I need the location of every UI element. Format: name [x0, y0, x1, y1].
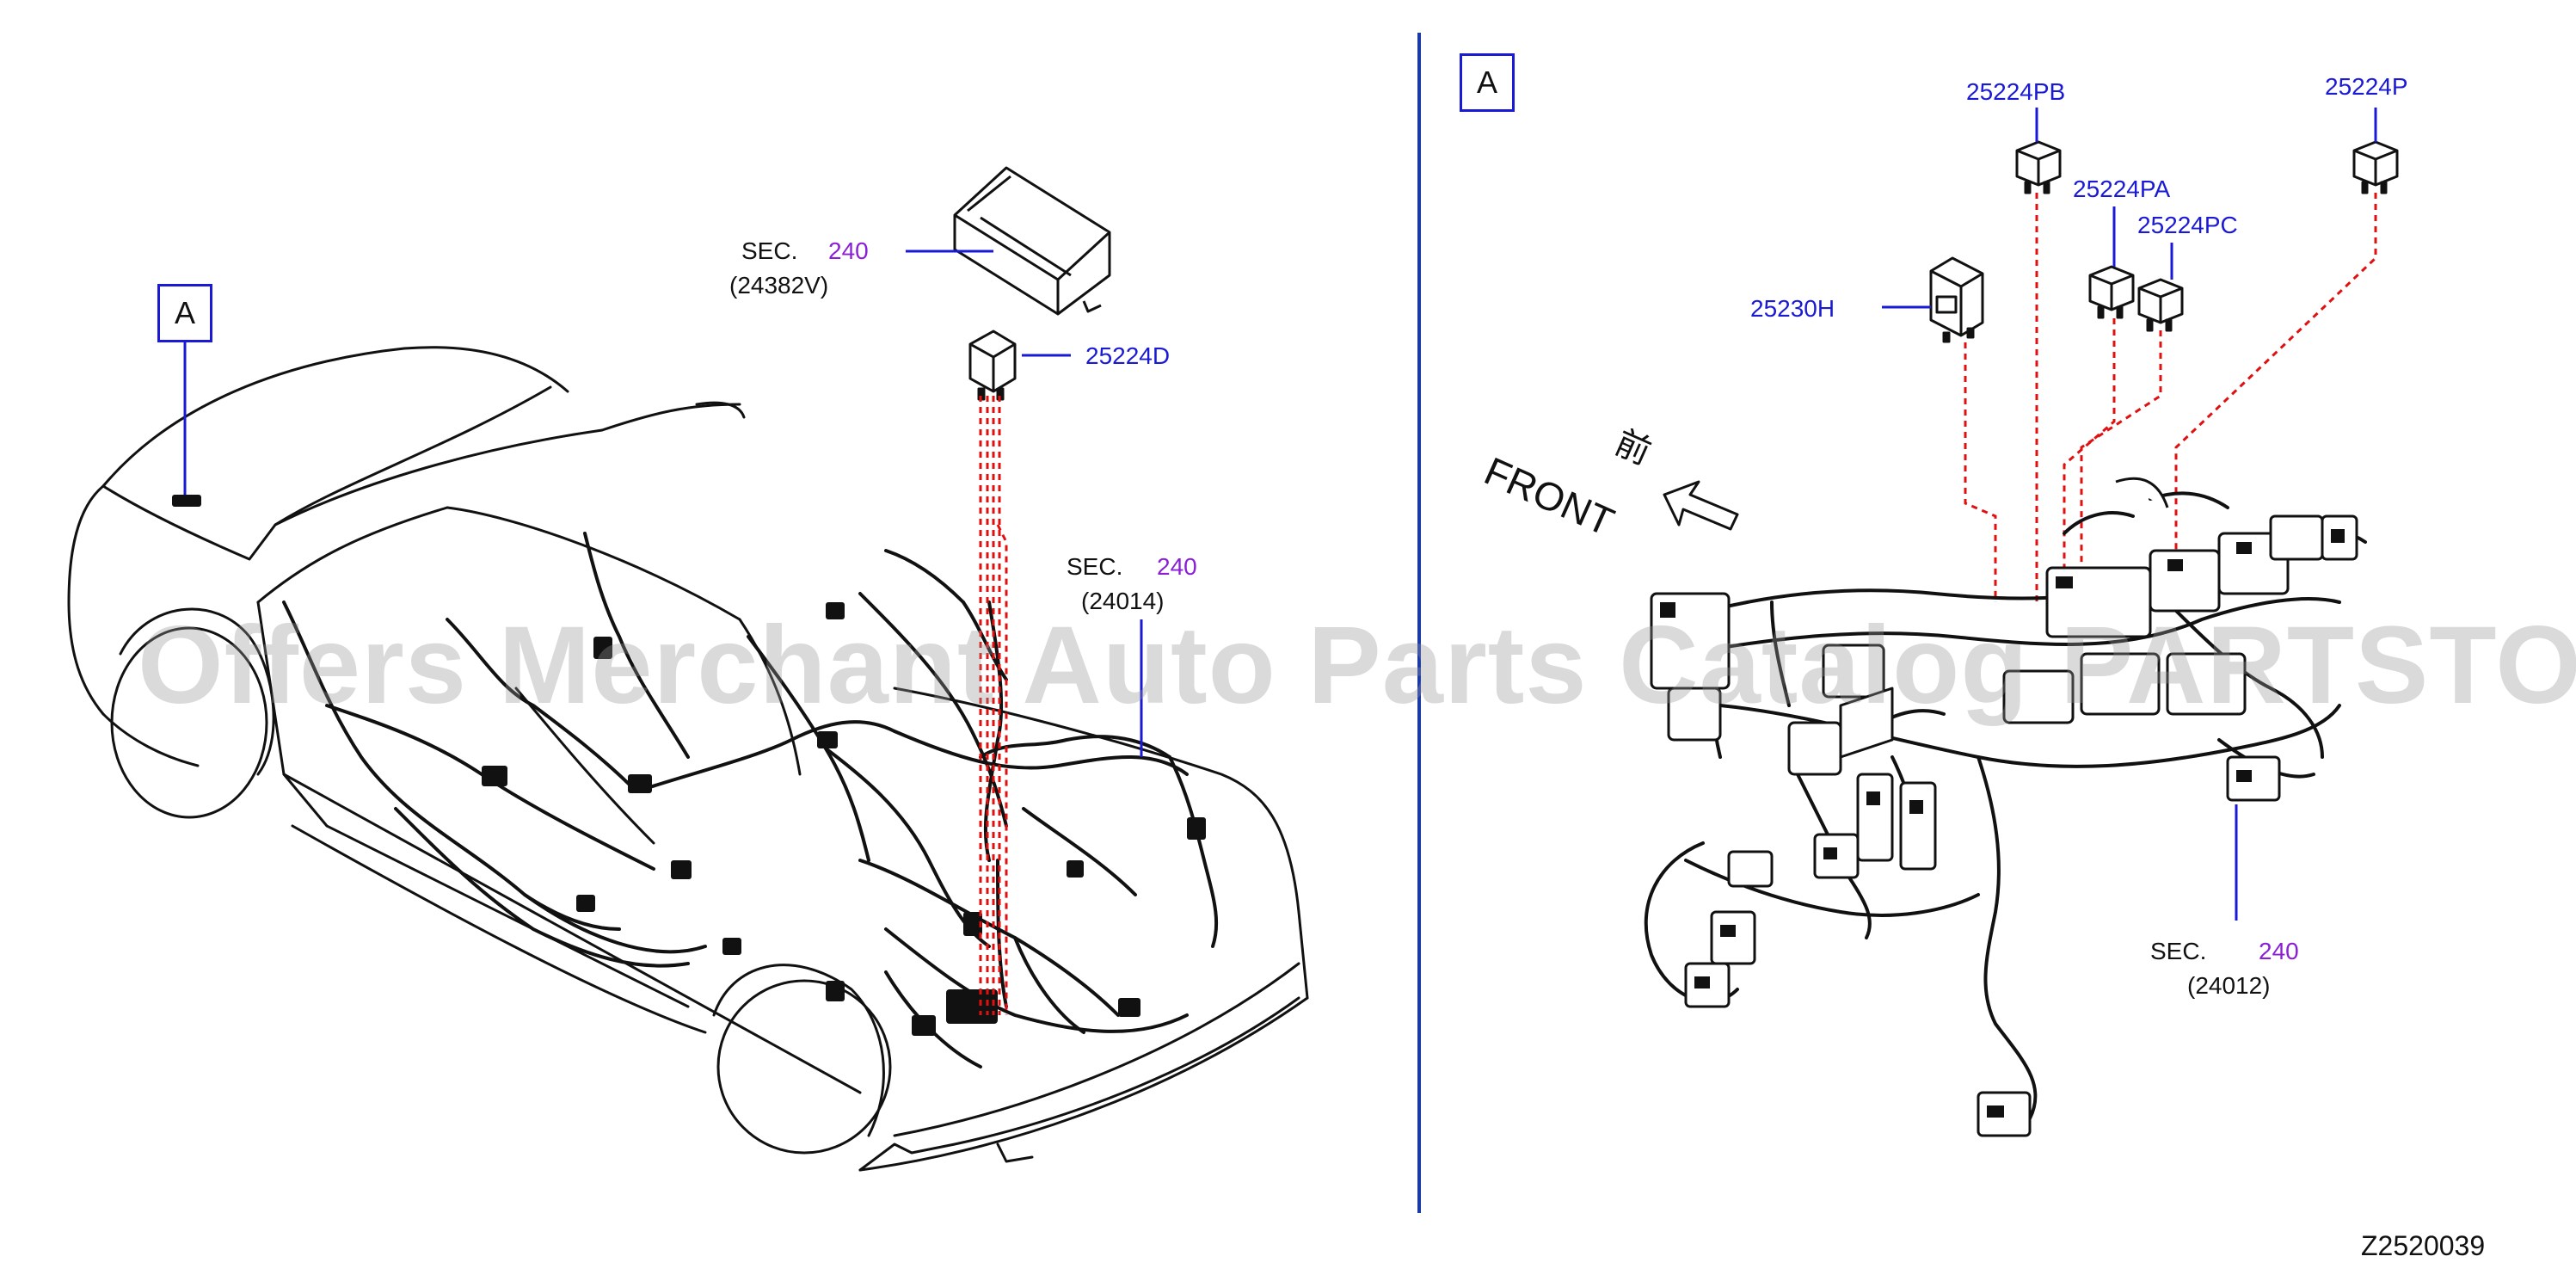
part-label-25224pb[interactable]: 25224PB: [1966, 78, 2066, 105]
callout-a-right-letter: A: [1476, 65, 1497, 100]
engine-harness-accents: [1660, 529, 2345, 1118]
sec-label-24014-part: (24014): [1081, 588, 1165, 614]
relay-25224PA: [2088, 265, 2135, 319]
sec-label-24382v-prefix: SEC.: [741, 237, 798, 264]
part-label-25230h[interactable]: 25230H: [1750, 295, 1835, 322]
relay-25224PC: [2137, 278, 2184, 332]
relay-box-24382V: [953, 166, 1111, 316]
relay-25224D: [968, 329, 1017, 401]
part-label-25224pc[interactable]: 25224PC: [2137, 212, 2238, 238]
sec-label-24382v-number[interactable]: 240: [828, 237, 869, 264]
body-harness-connectors: [172, 495, 1206, 1036]
relay-25230H: [1929, 256, 1984, 343]
right-leader-lines: [1882, 108, 2377, 921]
sec-label-24012-number[interactable]: 240: [2259, 938, 2299, 964]
sec-label-24014-number[interactable]: 240: [1157, 553, 1197, 580]
relay-25224P: [2352, 140, 2399, 194]
diagram-id: Z2520039: [2361, 1230, 2486, 1261]
part-label-25224d[interactable]: 25224D: [1085, 342, 1171, 369]
callout-a-right: A: [1460, 53, 1515, 112]
sec-label-24014-prefix: SEC.: [1067, 553, 1123, 580]
sec-label-24012-part: (24012): [2187, 972, 2271, 999]
callout-a-left[interactable]: A: [157, 284, 212, 342]
part-label-25224pa[interactable]: 25224PA: [2073, 176, 2171, 202]
left-leader-lines: [183, 249, 1143, 757]
sec-label-24382v-part: (24382V): [729, 272, 829, 299]
part-label-25224p[interactable]: 25224P: [2325, 73, 2408, 100]
front-arrow: [1663, 480, 1739, 531]
car-body-outline: [67, 346, 1309, 1172]
relay-25224PB: [2015, 140, 2062, 194]
watermark-text: Offers Merchant Auto Parts Catalog PARTS…: [138, 604, 2576, 727]
body-harness: [282, 532, 1219, 1069]
left-dashed-lines: [979, 396, 1008, 1015]
callout-a-left-letter: A: [174, 295, 195, 330]
sec-label-24012-prefix: SEC.: [2150, 938, 2207, 964]
